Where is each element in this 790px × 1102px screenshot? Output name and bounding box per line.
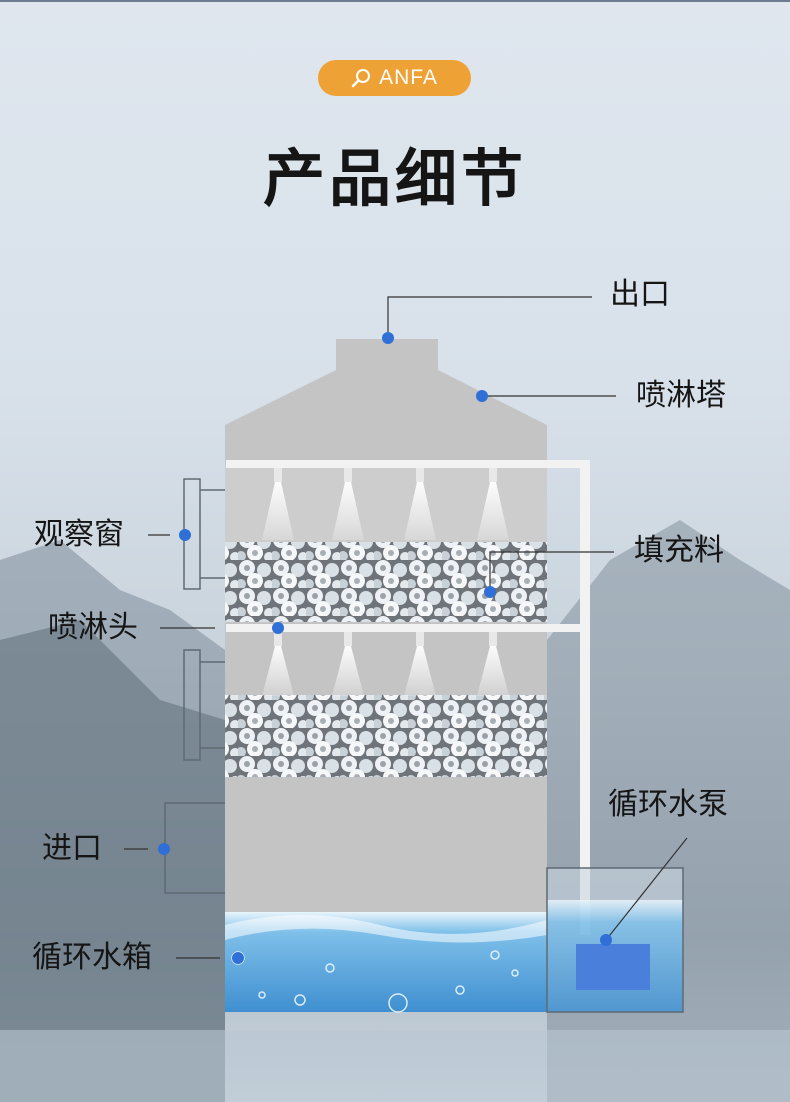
label-spray-head: 喷淋头 [48, 610, 138, 645]
brand-badge: ANFA [318, 60, 471, 96]
pump [576, 944, 650, 990]
brand-name: ANFA [379, 66, 438, 89]
label-circulation-pump: 循环水泵 [608, 787, 728, 822]
label-outlet: 出口 [610, 277, 670, 312]
page-title: 产品细节 [262, 142, 527, 215]
packing-layer-lower [225, 695, 547, 777]
label-circulation-tank: 循环水箱 [32, 940, 152, 975]
label-observation-window: 观察窗 [34, 517, 124, 552]
packing-layer-upper [225, 542, 547, 622]
label-spray-tower: 喷淋塔 [636, 378, 726, 413]
leader-lines [124, 296, 688, 959]
marker-dots [158, 332, 612, 964]
magnifier-icon [351, 69, 371, 88]
water-wave [225, 915, 547, 943]
spray-pipes [226, 460, 590, 935]
spray-nozzles-lower [262, 632, 509, 696]
top-border [0, 0, 790, 2]
mountain-left-dark [0, 620, 225, 1102]
label-inlet: 进口 [42, 831, 102, 866]
spray-nozzles-upper [262, 468, 509, 540]
lake-reflection [0, 1030, 790, 1102]
label-packing: 填充料 [634, 533, 724, 568]
